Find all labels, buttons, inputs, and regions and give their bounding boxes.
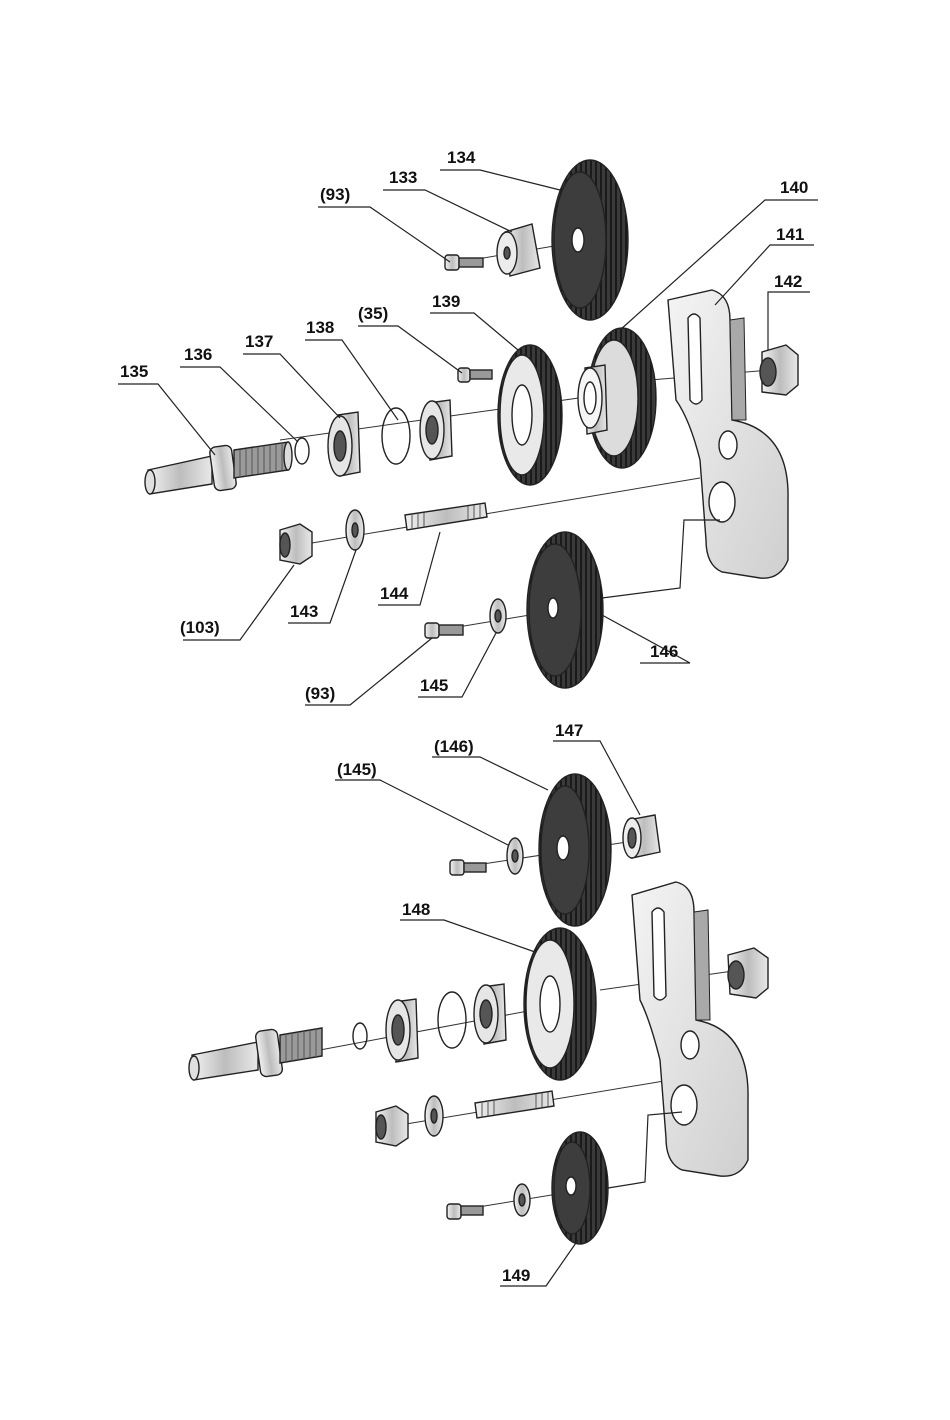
nut-103 [280, 524, 312, 564]
washer-145-bottom [507, 838, 523, 874]
label-103: (103) [180, 618, 220, 637]
arm-bottom [632, 882, 748, 1176]
shaft-135 [145, 442, 292, 494]
label-138: 138 [306, 318, 334, 337]
screw-bottom-low [447, 1204, 483, 1219]
label-133: 133 [389, 168, 417, 187]
circlip-bottom [438, 992, 466, 1048]
shaft-bottom [189, 1028, 322, 1080]
gear-146-bottom [539, 774, 611, 926]
label-134: 134 [447, 148, 476, 167]
label-143: 143 [290, 602, 318, 621]
nut-bottom-left [376, 1106, 408, 1146]
label-149: 149 [502, 1266, 530, 1285]
bearing-bottom-2 [474, 984, 506, 1044]
stud-bottom [475, 1091, 554, 1118]
spacer-147 [623, 815, 660, 858]
arm-141 [668, 290, 788, 578]
spacer-133 [497, 224, 540, 276]
label-146: 146 [650, 642, 678, 661]
screw-35 [458, 368, 492, 382]
gear-148 [524, 928, 596, 1080]
label-93-bottom: (93) [305, 684, 335, 703]
label-148: 148 [402, 900, 430, 919]
gear-134 [552, 160, 628, 320]
washer-145 [490, 599, 506, 633]
label-93-top: (93) [320, 185, 350, 204]
screw-93-top [445, 255, 483, 270]
gear-140 [578, 328, 656, 468]
label-35: (35) [358, 304, 388, 323]
washer-143 [346, 510, 364, 550]
screw-93-bottom [425, 623, 463, 638]
label-137: 137 [245, 332, 273, 351]
snap-ring-bottom [353, 1023, 367, 1049]
washer-bottom-low [514, 1184, 530, 1216]
top-assembly: 134 133 (93) 140 141 142 139 (35) 138 13… [118, 148, 818, 705]
label-141: 141 [776, 225, 804, 244]
label-135: 135 [120, 362, 148, 381]
label-145: 145 [420, 676, 448, 695]
label-144: 144 [380, 584, 409, 603]
gear-146 [527, 532, 603, 688]
label-147: 147 [555, 721, 583, 740]
nut-bottom-right [728, 948, 768, 998]
label-139: 139 [432, 292, 460, 311]
bearing-137 [328, 412, 360, 476]
bearing-bottom-1 [386, 999, 418, 1062]
label-140: 140 [780, 178, 808, 197]
gear-149 [552, 1132, 608, 1244]
label-145-bottom: (145) [337, 760, 377, 779]
gear-139 [498, 345, 562, 485]
washer-bottom-left [425, 1096, 443, 1136]
bottom-assembly: (146) 147 (145) 148 149 [189, 721, 768, 1286]
screw-bottom-top [450, 860, 486, 875]
stud-144 [405, 503, 487, 530]
label-146-bottom: (146) [434, 737, 474, 756]
label-142: 142 [774, 272, 802, 291]
bearing-35 [420, 400, 452, 460]
label-136: 136 [184, 345, 212, 364]
nut-142 [760, 345, 798, 395]
